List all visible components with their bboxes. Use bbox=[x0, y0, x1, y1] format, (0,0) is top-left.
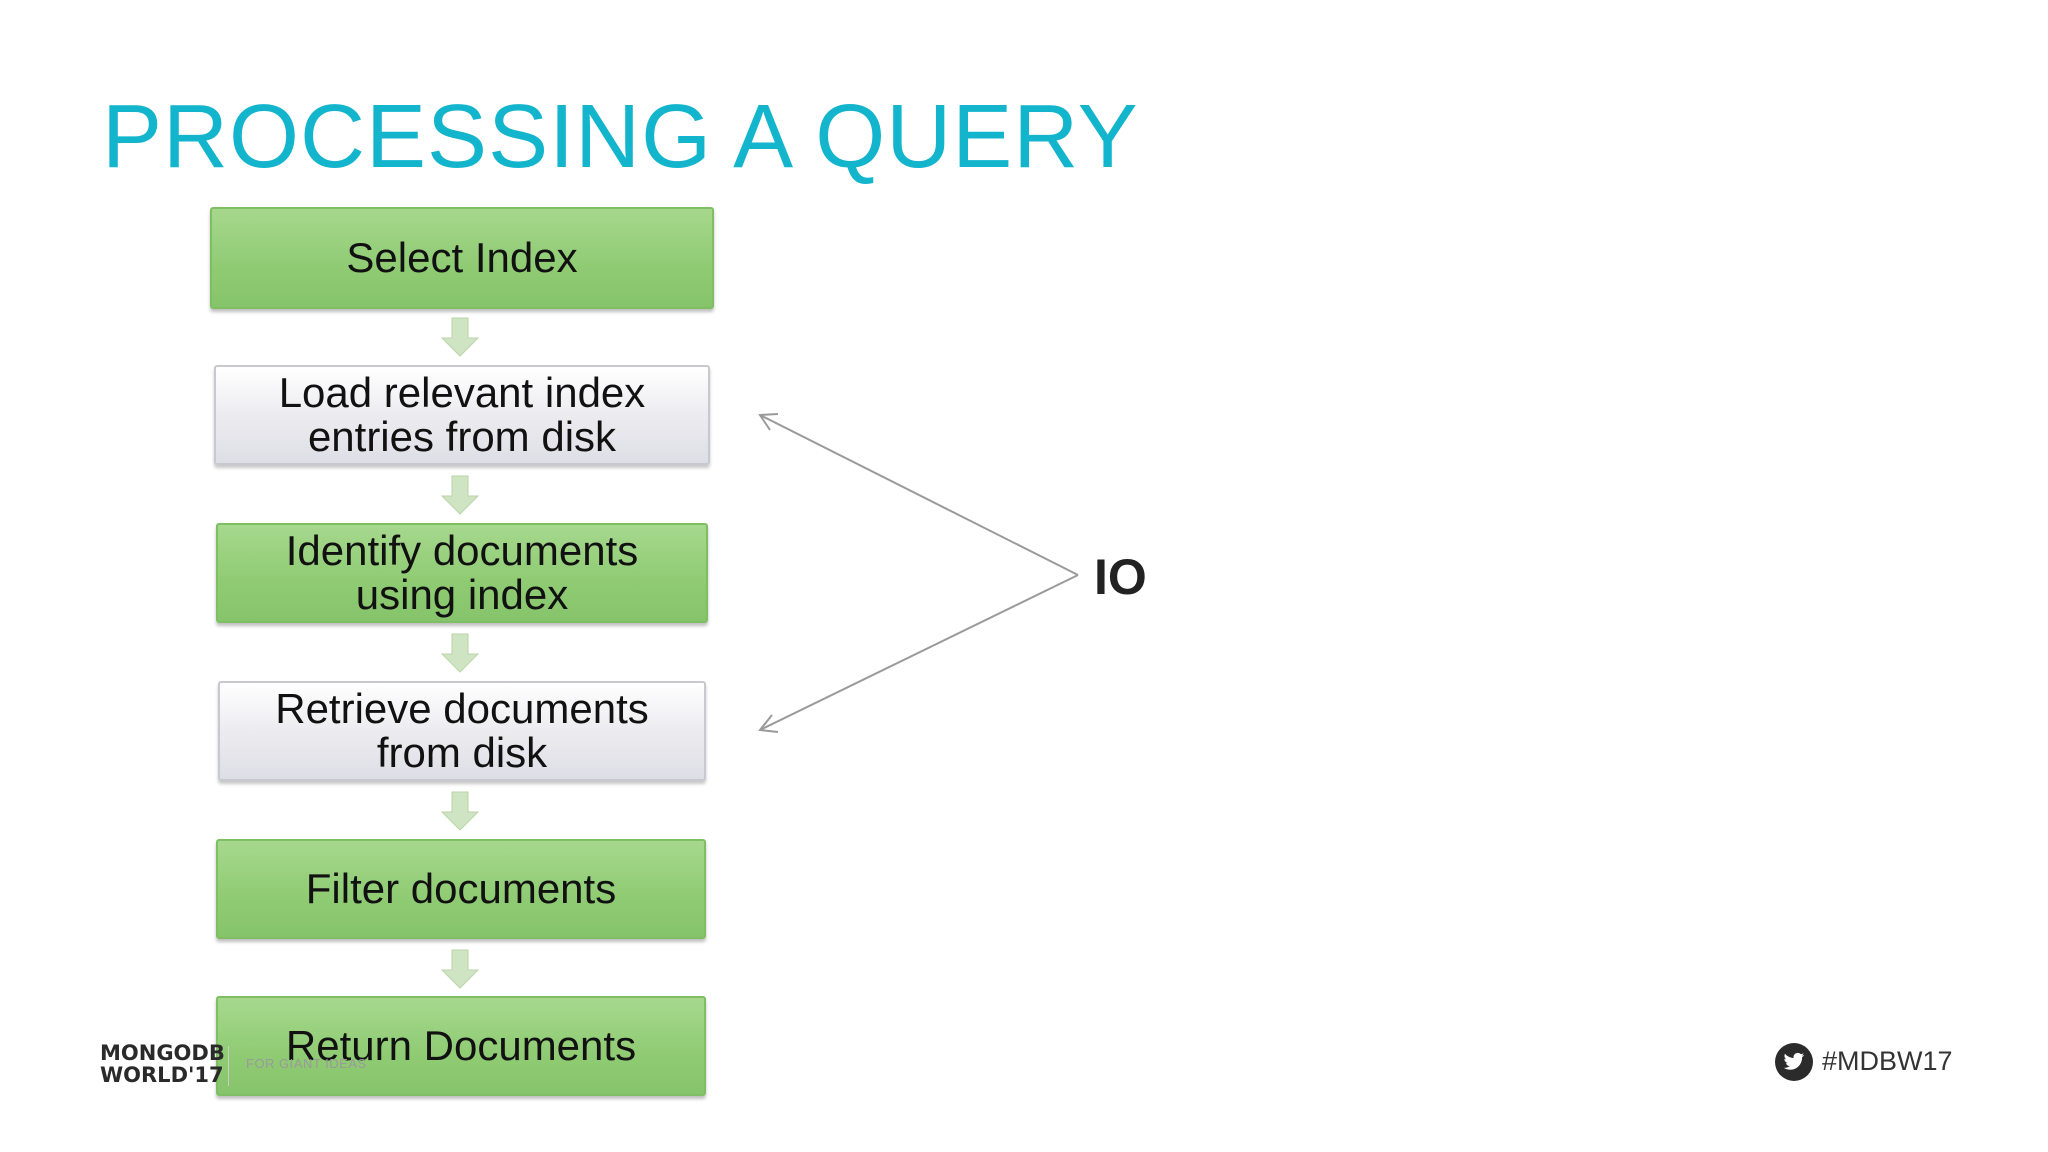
down-arrow-icon bbox=[440, 317, 480, 357]
step-label: Retrieve documents from disk bbox=[275, 684, 649, 776]
down-arrow-icon bbox=[440, 633, 480, 673]
step-label: Identify documents using index bbox=[285, 526, 639, 618]
logo-line-1: MONGODB bbox=[100, 1041, 225, 1065]
hashtag-text: #MDBW17 bbox=[1822, 1046, 1953, 1076]
logo-line-2: WORLD'17 bbox=[100, 1063, 224, 1087]
tagline: FOR GIANT IDEAS bbox=[246, 1056, 367, 1071]
step-filter-documents: Filter documents bbox=[216, 839, 706, 939]
down-arrow-icon bbox=[440, 475, 480, 515]
step-label: Return Documents bbox=[285, 1021, 637, 1069]
logo-divider bbox=[228, 1046, 229, 1086]
slide-title: PROCESSING A QUERY bbox=[102, 87, 1139, 187]
mongodb-world-logo: MONGODB WORLD'17 bbox=[100, 1042, 225, 1086]
io-label: IO bbox=[1094, 549, 1147, 605]
down-arrow-icon bbox=[440, 791, 480, 831]
step-label: Filter documents bbox=[305, 864, 617, 912]
twitter-icon bbox=[1775, 1043, 1813, 1081]
step-load-index-entries: Load relevant index entries from disk bbox=[214, 365, 710, 465]
step-retrieve-documents: Retrieve documents from disk bbox=[218, 681, 706, 781]
down-arrow-icon bbox=[440, 949, 480, 989]
step-identify-documents: Identify documents using index bbox=[216, 523, 708, 623]
step-label: Load relevant index entries from disk bbox=[278, 368, 646, 460]
step-select-index: Select Index bbox=[210, 207, 714, 309]
step-label: Select Index bbox=[346, 233, 578, 281]
step-return-documents: Return Documents bbox=[216, 996, 706, 1096]
